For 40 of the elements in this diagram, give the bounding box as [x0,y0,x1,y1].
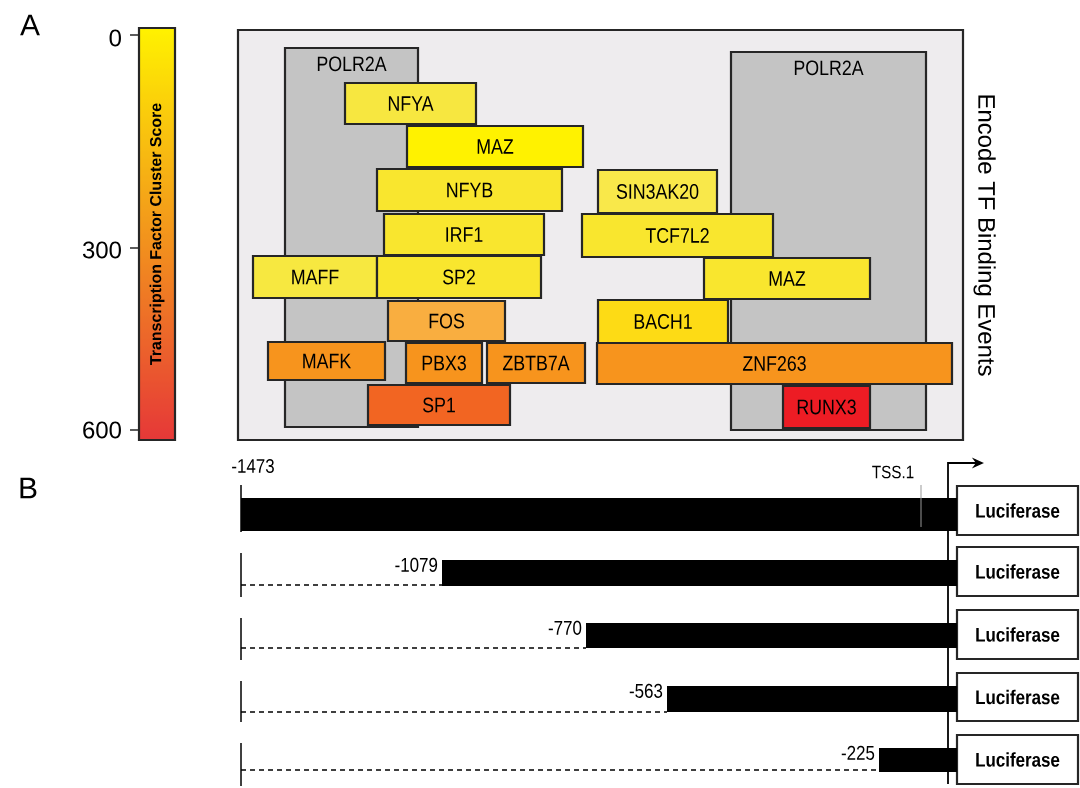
binding-event-box: FOS [386,299,507,343]
binding-event-box: MAFF [251,254,379,300]
binding-event-box: IRF1 [382,212,546,257]
tss-label: TSS.1 [872,465,914,479]
reporter-box: Luciferase [955,608,1080,661]
binding-event-box: PBX3 [404,341,484,385]
binding-event-box: BACH1 [596,298,730,345]
position-label: -225 [841,745,875,760]
binding-event-box: SIN3AK20 [596,168,719,215]
binding-event-box: MAZ [405,124,585,169]
binding-event-box: SP2 [375,254,543,300]
binding-event-box: RUNX3 [781,384,872,430]
axis-tick-label: 300 [82,241,121,259]
reporter-box: Luciferase [955,545,1080,598]
binding-event-box: TCF7L2 [580,212,775,259]
reporter-box: Luciferase [955,671,1080,723]
binding-event-box: MAFK [266,340,387,382]
position-label: -770 [548,620,582,635]
axis-tick-label: 0 [109,29,121,47]
promoter-bar [879,748,957,772]
promoter-bar [241,498,957,531]
promoter-bar [586,623,957,648]
node-label: Encode TF Binding Events [973,95,996,376]
position-label: -1079 [395,557,438,572]
binding-event-box: ZBTB7A [485,341,587,385]
panel-letter: A [20,14,40,36]
panel-letter: B [20,477,37,499]
promoter-bar [442,560,957,586]
binding-event-box: NFYB [375,167,564,213]
reporter-box: Luciferase [955,484,1080,537]
position-label: -1473 [232,458,274,474]
axis-tick-label: 600 [83,421,121,439]
binding-event-box: SP1 [366,383,512,427]
reporter-box: Luciferase [955,733,1080,786]
position-label: -563 [629,683,663,698]
binding-event-box: ZNF263 [595,341,954,386]
binding-event-box: NFYA [343,81,478,126]
color-scale-title: Transcription Factor Cluster Score [149,103,165,365]
binding-event-box: MAZ [702,256,872,301]
promoter-bar [667,686,957,712]
